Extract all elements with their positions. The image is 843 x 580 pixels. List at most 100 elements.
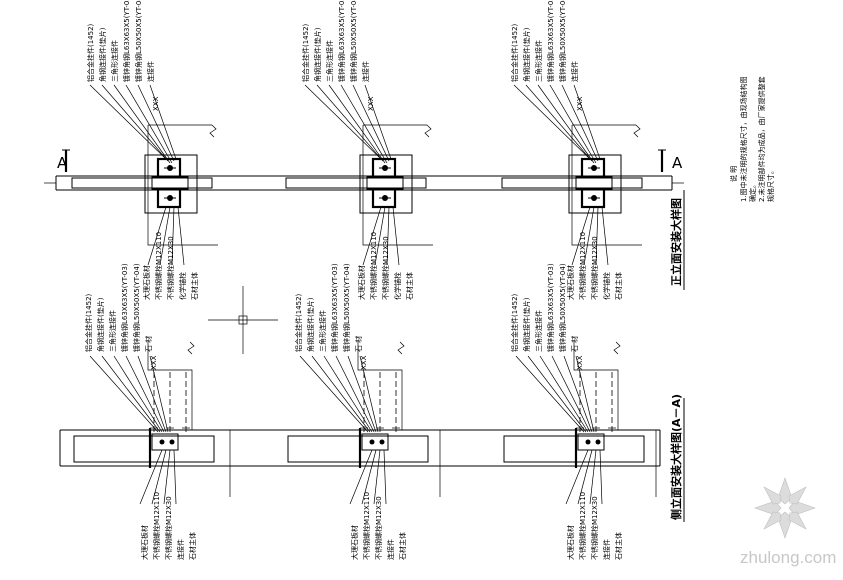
lower-label: 不锈钢螺栓M12X110 xyxy=(369,232,378,300)
upper-label: 镀锌角钢L63X63X5(YT-03) xyxy=(546,0,555,82)
upper-tag-label: XXX xyxy=(367,96,375,111)
lower-label: 连接件 xyxy=(602,539,611,560)
lower-label: 大理石板材 xyxy=(142,265,151,300)
notes-line-4: 规格尺寸。 xyxy=(766,167,775,202)
upper-label: 角钢连接件(垫片) xyxy=(98,27,107,82)
upper-label: 石 材 xyxy=(570,336,579,352)
lower-label: 石材主体 xyxy=(614,272,623,300)
lower-label: 不锈钢螺栓M12X30 xyxy=(381,236,390,300)
section-mark-right-label: A xyxy=(672,154,683,172)
upper-label: 铝合金挂件(1452) xyxy=(294,293,303,352)
front-view-title: 正立面安装大样图 xyxy=(669,198,683,286)
upper-label: 镀锌角钢L63X63X5(YT-03) xyxy=(337,0,346,82)
upper-label: 连接件 xyxy=(570,61,579,82)
upper-label: 角钢连接件(垫片) xyxy=(522,27,531,82)
front-view-unit-2 xyxy=(303,83,435,267)
lower-label: 石材主体 xyxy=(190,272,199,300)
side-view-unit-2 xyxy=(299,341,441,505)
front-view-bar xyxy=(44,175,684,191)
front-view-labels-3: 铝合金挂件(1452)角钢连接件(垫片)三角形连接件镀锌角钢L63X63X5(Y… xyxy=(510,0,623,300)
lower-label: 大理石板材 xyxy=(566,525,575,560)
notes-line-1: 1.图中未注明的规格尺寸，由现场结构图 xyxy=(739,76,748,202)
upper-label: 连接件 xyxy=(146,61,155,82)
upper-label: 铝合金挂件(1452) xyxy=(86,23,95,82)
upper-label: 镀锌角钢L50X50X5(YT-04) xyxy=(349,0,358,82)
lower-label: 大理石板材 xyxy=(350,525,359,560)
upper-label: 镀锌角钢L63X63X5(YT-03) xyxy=(122,0,131,82)
upper-label: 石 材 xyxy=(144,336,153,352)
upper-label: 镀锌角钢L63X63X5(YT-03) xyxy=(330,263,339,352)
side-view-labels-1: 铝合金挂件(1452)角钢连接件(垫片)三角形连接件镀锌角钢L63X63X5(Y… xyxy=(84,263,197,560)
upper-tag-label: XXX xyxy=(360,355,368,370)
lower-label: 石材主体 xyxy=(405,272,414,300)
front-view-unit-1 xyxy=(88,83,220,267)
upper-label: 角钢连接件(垫片) xyxy=(96,297,105,352)
upper-label: 镀锌角钢L50X50X5(YT-04) xyxy=(558,263,567,352)
lower-label: 不锈钢螺栓M12X110 xyxy=(578,492,587,560)
lower-label: 大理石板材 xyxy=(140,525,149,560)
lower-label: 不锈钢螺栓M12X110 xyxy=(362,492,371,560)
upper-label: 铝合金挂件(1452) xyxy=(510,293,519,352)
side-view-unit-3 xyxy=(515,341,657,505)
front-view-unit-3 xyxy=(512,83,644,267)
upper-label: 镀锌角钢L50X50X5(YT-04) xyxy=(134,0,143,82)
watermark-text: zhulong.com xyxy=(740,548,836,567)
section-mark-right: A xyxy=(658,149,683,172)
lower-label: 石材主体 xyxy=(188,532,197,560)
notes-line-2: 确定。 xyxy=(748,181,757,202)
side-view-bar xyxy=(59,428,661,468)
lower-label: 大理石板材 xyxy=(357,265,366,300)
notes-line-3: 2.未注明部件均为成品，由厂家提供整套 xyxy=(757,76,766,202)
side-view-labels-3: 铝合金挂件(1452)角钢连接件(垫片)三角形连接件镀锌角钢L63X63X5(Y… xyxy=(510,263,623,560)
upper-tag-label: XXX xyxy=(576,96,584,111)
upper-label: 三角形连接件 xyxy=(108,310,117,352)
upper-label: 镀锌角钢L63X63X5(YT-03) xyxy=(120,263,129,352)
center-crosshair xyxy=(208,286,278,354)
lower-label: 石材主体 xyxy=(614,532,623,560)
lower-label: 石材主体 xyxy=(398,532,407,560)
lower-label: 化学锚栓 xyxy=(393,272,402,300)
front-view-labels-2: 铝合金挂件(1452)角钢连接件(垫片)三角形连接件镀锌角钢L63X63X5(Y… xyxy=(301,0,414,300)
lower-label: 不锈钢螺栓M12X30 xyxy=(590,236,599,300)
lower-label: 不锈钢螺栓M12X110 xyxy=(154,232,163,300)
lower-label: 不锈钢螺栓M12X110 xyxy=(152,492,161,560)
upper-label: 镀锌角钢L50X50X5(YT-04) xyxy=(132,263,141,352)
lower-label: 化学锚栓 xyxy=(178,272,187,300)
lower-label: 不锈钢螺栓M12X110 xyxy=(578,232,587,300)
upper-label: 三角形连接件 xyxy=(534,40,543,82)
side-view-title: 侧立面安装大样图(A－A) xyxy=(669,394,683,520)
watermark-logo: zhulong.com xyxy=(740,477,836,567)
upper-tag-label: XXX xyxy=(576,355,584,370)
upper-label: 角钢连接件(垫片) xyxy=(313,27,322,82)
lower-label: 化学锚栓 xyxy=(602,272,611,300)
upper-label: 角钢连接件(垫片) xyxy=(522,297,531,352)
lower-label: 不锈钢螺栓M12X30 xyxy=(590,496,599,560)
front-view-labels-1: 铝合金挂件(1452)角钢连接件(垫片)三角形连接件镀锌角钢L63X63X5(Y… xyxy=(86,0,199,300)
side-view-unit-1 xyxy=(89,341,231,505)
upper-label: 镀锌角钢L63X63X5(YT-03) xyxy=(546,263,555,352)
notes-heading: 说 明 xyxy=(729,166,738,182)
upper-label: 镀锌角钢L50X50X5(YT-04) xyxy=(342,263,351,352)
upper-label: 三角形连接件 xyxy=(318,310,327,352)
lower-label: 不锈钢螺栓M12X30 xyxy=(164,496,173,560)
upper-tag-label: XXX xyxy=(152,96,160,111)
upper-tag-label: XXX xyxy=(150,355,158,370)
section-mark-left: A xyxy=(57,149,70,172)
upper-label: 三角形连接件 xyxy=(110,40,119,82)
upper-label: 三角形连接件 xyxy=(534,310,543,352)
notes-block: 说 明 1.图中未注明的规格尺寸，由现场结构图 确定。 2.未注明部件均为成品，… xyxy=(729,76,775,202)
upper-label: 铝合金挂件(1452) xyxy=(301,23,310,82)
lower-label: 不锈钢螺栓M12X30 xyxy=(166,236,175,300)
upper-label: 角钢连接件(垫片) xyxy=(306,297,315,352)
upper-label: 连接件 xyxy=(361,61,370,82)
upper-label: 石 材 xyxy=(354,336,363,352)
upper-label: 铝合金挂件(1452) xyxy=(510,23,519,82)
side-view-labels-2: 铝合金挂件(1452)角钢连接件(垫片)三角形连接件镀锌角钢L63X63X5(Y… xyxy=(294,263,407,560)
lower-label: 连接件 xyxy=(386,539,395,560)
lower-label: 不锈钢螺栓M12X30 xyxy=(374,496,383,560)
upper-label: 铝合金挂件(1452) xyxy=(84,293,93,352)
upper-label: 三角形连接件 xyxy=(325,40,334,82)
section-mark-left-label: A xyxy=(57,154,68,172)
upper-label: 镀锌角钢L50X50X5(YT-04) xyxy=(558,0,567,82)
